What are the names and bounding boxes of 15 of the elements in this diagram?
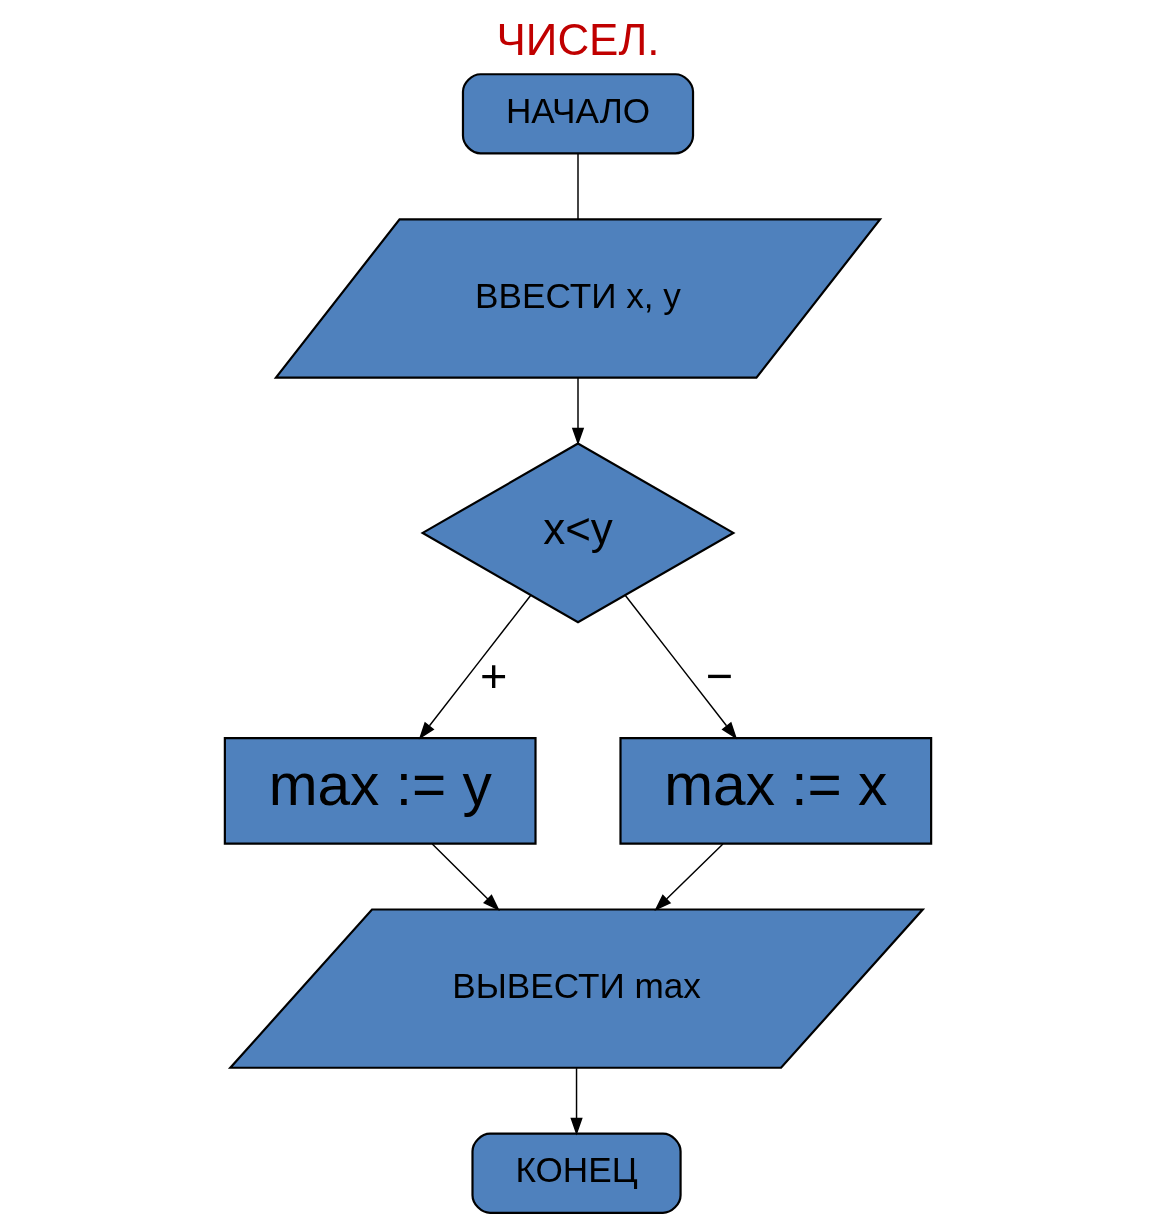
arrow: [569, 1067, 583, 1136]
node-box: max := x: [618, 736, 932, 845]
diagram-title: ЧИСЕЛ.: [496, 15, 659, 65]
arrow: [624, 594, 737, 740]
node-box: НАЧАЛО: [461, 73, 694, 155]
edge-label: +: [479, 650, 507, 703]
arrow: [571, 376, 584, 446]
edge-label: −: [705, 650, 733, 703]
node-box: КОНЕЦ: [470, 1132, 682, 1214]
connector: [576, 153, 579, 220]
arrow: [418, 594, 531, 740]
arrow: [653, 843, 724, 912]
node-box: max := y: [223, 736, 537, 845]
arrow: [431, 843, 500, 912]
node-diamond: x<y: [419, 442, 736, 624]
